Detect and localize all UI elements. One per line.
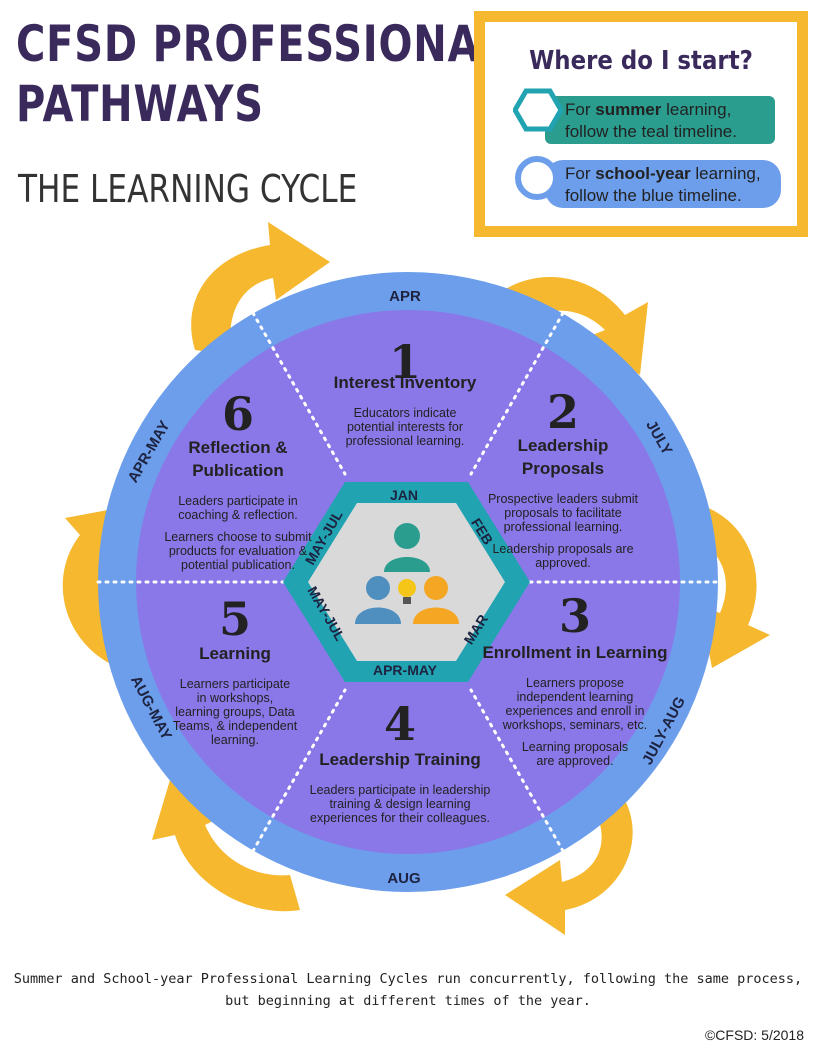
step-description-line: Leaders participate in	[178, 494, 298, 508]
step-description-line: Educators indicate	[354, 406, 457, 420]
summer-legend-suffix: learning,	[661, 100, 732, 119]
arrow-bottom-left	[152, 780, 300, 912]
step-description-line: training & design learning	[329, 797, 470, 811]
step-number: 3	[559, 589, 591, 643]
summer-legend-keyword: summer	[595, 100, 662, 119]
step-description-line: workshops, seminars, etc.	[502, 718, 648, 732]
step-title: Enrollment in Learning	[482, 643, 667, 662]
step-description-line: Learners participate	[180, 677, 291, 691]
footer-note: Summer and School-year Professional Lear…	[0, 968, 816, 1012]
step-title: Publication	[192, 461, 284, 480]
step-description-line: experiences for their colleagues.	[310, 811, 490, 825]
step-title: Reflection &	[188, 438, 287, 457]
step-description-line: Prospective leaders submit	[488, 492, 639, 506]
step-description-line: Learners choose to submit	[164, 530, 312, 544]
step-description-line: Learners propose	[526, 676, 624, 690]
step-description-line: professional learning.	[346, 434, 465, 448]
page-subtitle: THE LEARNING CYCLE	[18, 167, 358, 211]
school-year-legend-prefix: For	[565, 164, 596, 183]
summer-legend-line2: follow the teal timeline.	[565, 122, 737, 141]
arrow-top-left	[191, 222, 330, 355]
school-year-legend-item: For school-year learning, follow the blu…	[545, 160, 781, 208]
step-description-line: are approved.	[536, 754, 613, 768]
summer-legend-item: For summer learning, follow the teal tim…	[545, 96, 775, 144]
step-description-line: in workshops,	[197, 691, 273, 705]
step-title: Proposals	[522, 459, 604, 478]
where-to-start-legend: Where do I start? For summer learning, f…	[474, 11, 808, 237]
step-description-line: Learning proposals	[522, 740, 628, 754]
step-description-line: potential interests for	[347, 420, 463, 434]
arrow-right-lower	[505, 795, 633, 935]
collaboration-people-icon	[355, 523, 459, 624]
school-year-legend-keyword: school-year	[595, 164, 691, 183]
copyright: ©CFSD: 5/2018	[704, 1027, 804, 1043]
title-line-1: CFSD PROFESSIONAL	[16, 15, 506, 73]
step-title: Learning	[199, 644, 271, 663]
step-description-line: proposals to facilitate	[504, 506, 621, 520]
page-title: CFSD PROFESSIONAL PATHWAYS	[16, 14, 506, 134]
step-title: Interest Inventory	[334, 373, 477, 392]
hex-label-bottom: APR-MAY	[373, 662, 438, 678]
ring-label-bottom: AUG	[387, 870, 420, 887]
step-description-line: products for evaluation &	[169, 544, 308, 558]
step-description-line: professional learning.	[504, 520, 623, 534]
ring-label-top: APR	[389, 288, 421, 305]
teal-hexagon-icon	[513, 88, 563, 132]
step-description-line: learning groups, Data	[175, 705, 295, 719]
segment-dividers	[96, 311, 720, 853]
footer-line-1: Summer and School-year Professional Lear…	[13, 971, 803, 987]
title-line-2: PATHWAYS	[16, 75, 264, 133]
blue-circle-icon	[515, 156, 559, 200]
footer-line-2: but beginning at different times of the …	[225, 993, 591, 1009]
step-description-line: coaching & reflection.	[178, 508, 298, 522]
step-number: 4	[384, 697, 416, 751]
step-title: Leadership Training	[319, 750, 481, 769]
step-description-line: independent learning	[517, 690, 634, 704]
legend-title: Where do I start?	[529, 46, 753, 76]
summer-legend-prefix: For	[565, 100, 596, 119]
step-number: 2	[547, 385, 579, 439]
step-title: Leadership	[518, 436, 609, 455]
step-description-line: Leadership proposals are	[492, 542, 633, 556]
step-number: 1	[389, 335, 421, 389]
hex-label-top: JAN	[390, 487, 418, 503]
school-year-legend-suffix: learning,	[690, 164, 761, 183]
step-number: 5	[219, 592, 251, 646]
step-description-line: Leaders participate in leadership	[310, 783, 491, 797]
step-number: 6	[222, 387, 254, 441]
step-description-line: potential publication.	[181, 558, 295, 572]
step-description-line: learning.	[211, 733, 259, 747]
learning-cycle-diagram: APR JULY JULY-AUG AUG AUG-MAY APR-MAY JA…	[62, 222, 770, 935]
step-description-line: approved.	[535, 556, 591, 570]
step-description-line: Teams, & independent	[173, 719, 298, 733]
step-description-line: experiences and enroll in	[506, 704, 645, 718]
school-year-legend-line2: follow the blue timeline.	[565, 186, 742, 205]
